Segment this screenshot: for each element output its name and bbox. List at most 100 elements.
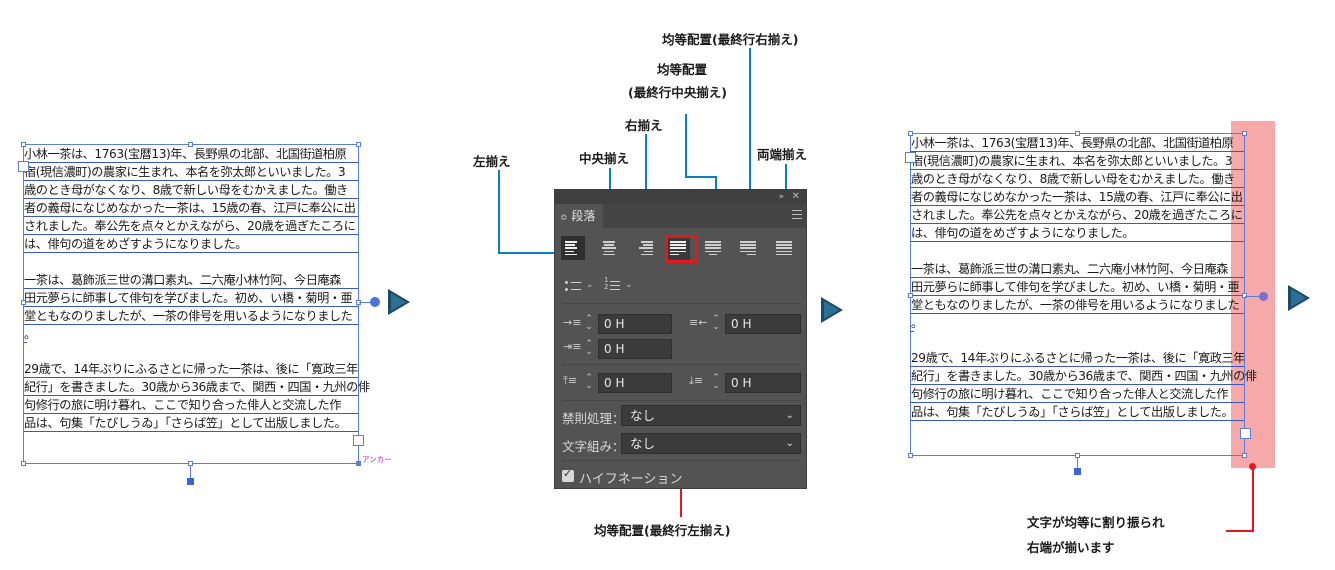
right-text-frame[interactable]: 小林一茶は、1763(宝暦13)年、長野県の北部、北国街道柏原宿(現信濃町)の農… [910, 133, 1257, 456]
hamburger-icon[interactable] [792, 210, 802, 219]
justify-last-right-button[interactable] [736, 236, 760, 260]
right-indent-spinner[interactable]: ⌃⌄ [712, 314, 720, 332]
left-frame-connector-dot[interactable] [370, 297, 380, 307]
align-left-button[interactable] [561, 236, 585, 260]
callout-line-left-v [498, 170, 500, 254]
panel-divider-2 [561, 364, 801, 365]
right-frame-in-port[interactable] [905, 152, 916, 163]
left-frame-handle-br[interactable] [356, 461, 361, 466]
left-frame-text[interactable]: 小林一茶は、1763(宝暦13)年、長野県の北部、北国街道柏原宿(現信濃町)の農… [24, 146, 370, 434]
double-chevron-right-icon[interactable]: » [778, 192, 784, 202]
text-line: 堂ともなのりましたが、一茶の俳号を用いるようになりました [911, 297, 1244, 314]
text-line: は、俳句の道をめざすようになりました。 [911, 225, 1244, 243]
anchor-label: アンカー [362, 455, 392, 464]
first-line-indent-icon: ⇥≡ [563, 340, 582, 353]
hyphenation-label: ハイフネーション [579, 472, 683, 487]
left-frame-anchor-line [190, 466, 191, 480]
left-frame-anchor-point[interactable] [187, 478, 194, 485]
bullet-list-chevron-icon[interactable]: ⌄ [586, 280, 594, 290]
callout-justify-right: 均等配置(最終行右揃え) [662, 32, 799, 47]
text-line: 宿(現信濃町)の農家に生まれ、本名を弥太郎といいました。3 [24, 164, 358, 182]
justify-last-center-button[interactable] [701, 236, 725, 260]
space-after-spinner[interactable]: ⌃⌄ [712, 373, 720, 391]
left-indent-icon: →≡ [563, 316, 582, 329]
left-indent-input[interactable]: 0 H [598, 314, 672, 334]
right-indent-input[interactable]: 0 H [725, 314, 801, 334]
right-frame-connector-dot[interactable] [1259, 292, 1268, 301]
text-line: 小林一茶は、1763(宝暦13)年、長野県の北部、北国街道柏原 [24, 146, 358, 163]
callout-line-right [645, 134, 647, 240]
left-frame-handle-ml[interactable] [21, 300, 26, 305]
right-frame-handle-tl[interactable] [908, 131, 913, 136]
hyphenation-checkbox[interactable]: ✓ [562, 467, 574, 482]
right-frame-anchor-line [1077, 458, 1078, 470]
next-arrow-icon [1288, 285, 1310, 311]
callout-justify-left: 均等配置(最終行左揃え) [594, 523, 731, 538]
text-line: 歳のとき母がなくなり、8歳で新しい母をむかえました。働き [24, 182, 358, 200]
text-line: 紀行」を書きました。30歳から36歳まで、関西・四国・九州の俳 [911, 369, 1257, 386]
space-before-input[interactable]: 0 H [598, 373, 672, 393]
close-icon[interactable]: ✕ [791, 191, 800, 202]
left-frame-connector-line [359, 302, 373, 303]
left-frame-handle-tl[interactable] [21, 142, 26, 147]
left-indent-spinner[interactable]: ⌃⌄ [585, 314, 593, 332]
right-frame-text[interactable]: 小林一茶は、1763(宝暦13)年、長野県の北部、北国街道柏原宿(現信濃町)の農… [911, 135, 1257, 423]
first-line-indent-spinner[interactable]: ⌃⌄ [585, 339, 593, 357]
align-center-icon [601, 240, 617, 256]
text-line: 品は、句集「たびしうゐ」「さらば笠」として出版しました。 [911, 404, 1244, 422]
right-frame-handle-bl[interactable] [908, 453, 913, 458]
panel-divider-4 [561, 460, 801, 461]
tab-paragraph[interactable]: ≎ 段落 [555, 204, 603, 228]
right-frame-handle-mr[interactable] [1242, 293, 1247, 298]
right-frame-handle-bm[interactable] [1075, 453, 1080, 458]
bullet-list-icon[interactable] [565, 279, 583, 293]
text-line: 田元夢らに師事して俳句を学びました。初め、い橋・菊明・亜 [911, 279, 1244, 296]
text-line: 者の義母になじめなかった一茶は、15歳の春、江戸に奉公に出 [24, 200, 358, 218]
left-frame-handle-tr[interactable] [356, 142, 361, 147]
align-right-button[interactable] [633, 236, 657, 260]
text-line: 堂ともなのりましたが、一茶の俳号を用いるようになりました [24, 308, 358, 325]
callout-justify-center-1: 均等配置 [657, 62, 708, 77]
mojikumi-value: なし [630, 436, 656, 451]
align-center-button[interactable] [597, 236, 621, 260]
left-frame-handle-bl[interactable] [21, 461, 26, 466]
mojikumi-select[interactable]: なし ⌄ [621, 433, 801, 454]
panel-divider-1 [561, 303, 801, 304]
justify-last-left-button[interactable] [666, 236, 690, 260]
callout-line-jc-h [685, 176, 717, 178]
callout-left-align: 左揃え [473, 154, 511, 169]
space-after-input[interactable]: 0 H [725, 373, 801, 393]
space-before-spinner[interactable]: ⌃⌄ [585, 373, 593, 391]
right-frame-handle-tm[interactable] [1075, 131, 1080, 136]
left-text-frame[interactable]: 小林一茶は、1763(宝暦13)年、長野県の北部、北国街道柏原宿(現信濃町)の農… [23, 144, 370, 464]
panel-tab-strip [603, 204, 806, 228]
kinsoku-select[interactable]: なし ⌄ [621, 405, 801, 426]
text-line: 歳のとき母がなくなり、8歳で新しい母をむかえました。働き [911, 171, 1244, 189]
text-line: 田元夢らに師事して俳句を学びました。初め、い橋・菊明・亜 [24, 290, 358, 307]
text-line: 29歳で、14年ぶりにふるさとに帰った一茶は、後に「寛政三年 [24, 362, 358, 379]
tab-paragraph-label: 段落 [571, 209, 596, 223]
text-line: 。 [911, 315, 923, 332]
left-frame-in-port[interactable] [18, 161, 29, 172]
text-line: 29歳で、14年ぶりにふるさとに帰った一茶は、後に「寛政三年 [911, 351, 1245, 368]
right-frame-anchor-point[interactable] [1074, 468, 1081, 475]
first-line-indent-input[interactable]: 0 H [598, 339, 672, 359]
right-frame-handle-ml[interactable] [908, 293, 913, 298]
right-frame-handle-br[interactable] [1242, 453, 1247, 458]
numbered-list-chevron-icon[interactable]: ⌄ [625, 280, 633, 290]
right-frame-out-port[interactable] [1240, 428, 1251, 439]
callout-center-align: 中央揃え [579, 151, 630, 166]
text-line [24, 255, 358, 271]
left-frame-handle-tm[interactable] [188, 142, 193, 147]
left-frame-handle-bm[interactable] [188, 461, 193, 466]
left-frame-out-port[interactable] [353, 435, 364, 446]
right-frame-handle-tr[interactable] [1242, 131, 1247, 136]
callout-justify-all: 両端揃え [757, 147, 808, 162]
kinsoku-value: なし [630, 408, 656, 423]
space-after-icon: ⤓≡ [689, 374, 704, 387]
justify-all-button[interactable] [772, 236, 796, 260]
text-line: 句修行の旅に明け暮れ、ここで知り合った俳人と交流した作 [911, 386, 1244, 404]
panel-title-bar: » ✕ [555, 190, 806, 204]
callout-right-align: 右揃え [625, 118, 663, 133]
